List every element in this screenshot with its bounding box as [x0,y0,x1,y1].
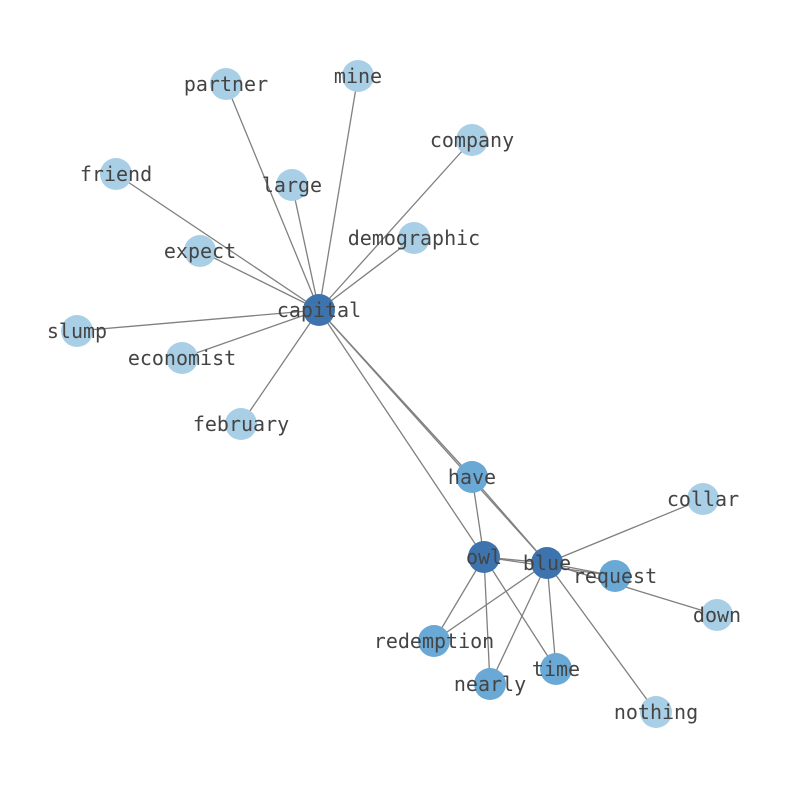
edge-capital-blue [318,309,548,564]
edge-capital-friend [115,173,320,311]
node-label-partner: partner [184,72,268,96]
node-large [276,169,308,201]
edge-layer [76,75,718,713]
node-collar [687,483,719,515]
node-friend [100,158,132,190]
edge-capital-large [291,184,320,311]
node-february [225,408,257,440]
node-label-february: february [193,412,289,436]
node-label-friend: friend [80,162,152,186]
node-label-capital: capital [277,298,361,322]
node-label-nothing: nothing [614,700,698,724]
node-slump [61,315,93,347]
edge-capital-partner [225,83,320,311]
node-request [599,560,631,592]
node-label-owl: owl [466,545,502,569]
node-label-large: large [262,173,322,197]
edge-capital-expect [199,250,320,311]
node-blue [531,547,563,579]
edge-blue-nothing [546,562,657,713]
node-label-collar: collar [667,487,739,511]
node-label-mine: mine [334,64,382,88]
edge-owl-redemption [433,556,485,642]
node-capital [303,294,335,326]
edge-have-blue [471,476,548,564]
node-label-blue: blue [523,551,571,575]
node-label-time: time [532,657,580,681]
node-label-request: request [573,564,657,588]
node-label-nearly: nearly [454,672,526,696]
node-time [540,653,572,685]
node-label-down: down [693,603,741,627]
node-label-redemption: redemption [374,629,494,653]
edge-blue-down [546,562,718,616]
edge-blue-time [546,562,557,670]
edge-capital-owl [318,309,485,558]
edge-owl-nearly [483,556,491,685]
edge-capital-february [240,309,320,425]
node-label-expect: expect [164,239,236,263]
node-layer [61,60,733,728]
node-mine [342,60,374,92]
edge-blue-collar [546,498,704,564]
node-nearly [474,668,506,700]
node-owl [468,541,500,573]
node-demographic [398,222,430,254]
node-label-demographic: demographic [348,226,480,250]
node-partner [210,68,242,100]
edge-owl-time [483,556,557,670]
node-company [456,124,488,156]
node-label-have: have [448,465,496,489]
edge-capital-economist [181,309,320,359]
node-expect [184,235,216,267]
node-economist [166,342,198,374]
node-label-slump: slump [47,319,107,343]
edge-capital-demographic [318,237,415,311]
node-label-economist: economist [128,346,236,370]
edge-capital-mine [318,75,359,311]
node-label-company: company [430,128,514,152]
edge-capital-slump [76,309,320,332]
edge-blue-redemption [433,562,548,642]
edge-capital-company [318,139,473,311]
node-nothing [640,696,672,728]
edge-blue-nearly [489,562,548,685]
node-have [456,461,488,493]
node-down [701,599,733,631]
node-redemption [418,625,450,657]
